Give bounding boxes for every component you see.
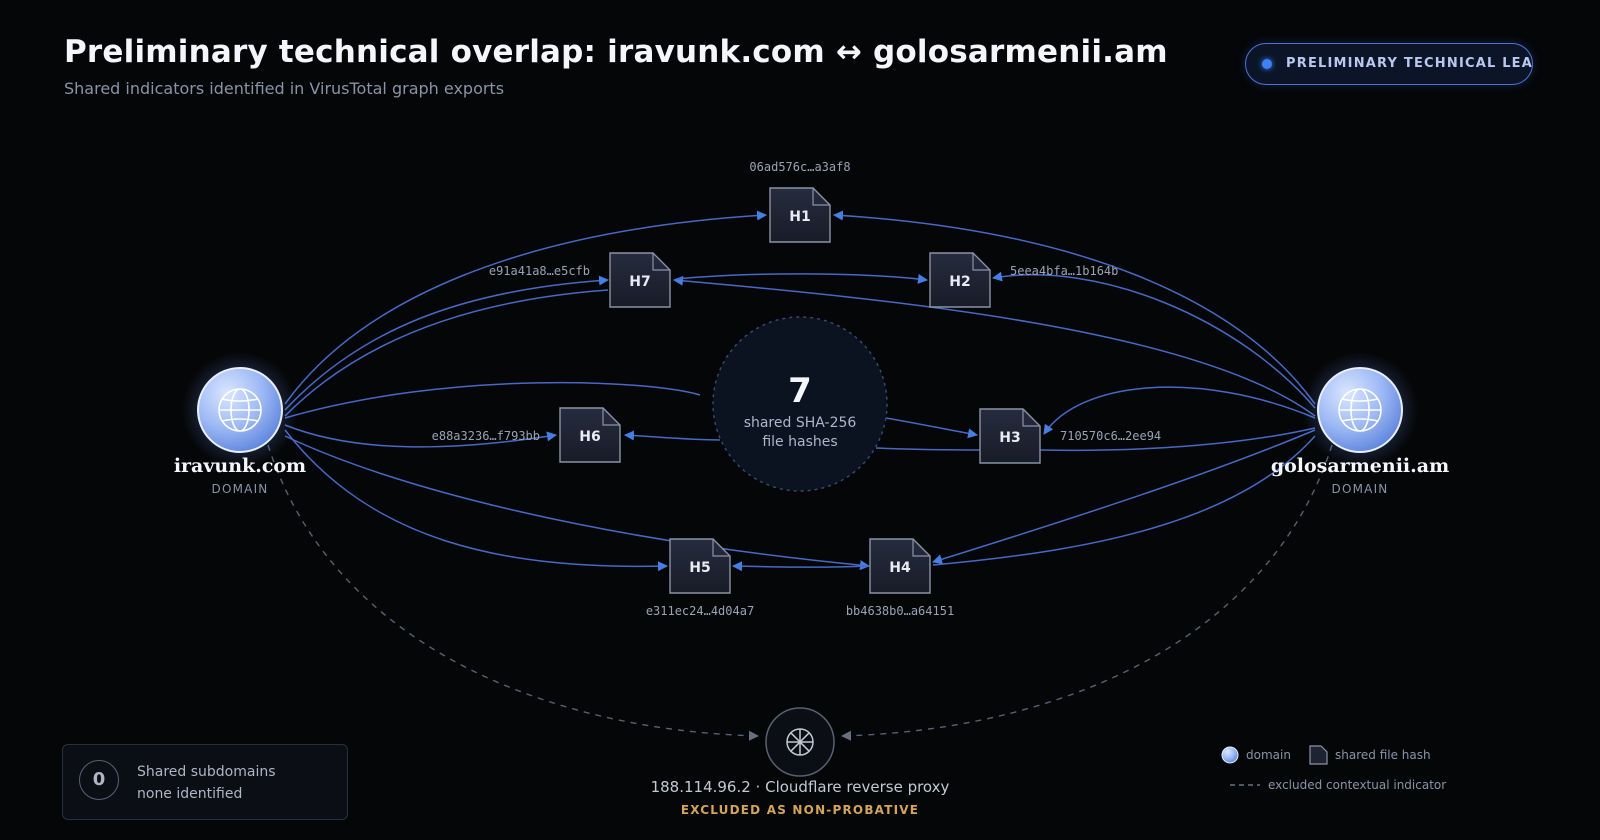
legend-file-icon <box>1309 745 1328 765</box>
file-fold <box>812 188 830 206</box>
hash-node-id: H4 <box>889 560 911 576</box>
hash-node-h1[interactable]: H1 06ad576c…a3af8 <box>749 160 851 243</box>
edge-right-h1 <box>833 210 1316 405</box>
legend-hash-label: shared file hash <box>1335 748 1431 762</box>
file-fold <box>972 253 990 271</box>
edge-left-h3 <box>284 381 701 419</box>
file-fold <box>712 539 730 557</box>
center-line2: file hashes <box>762 434 837 450</box>
hash-node-id: H6 <box>579 429 600 445</box>
hash-value-label: e91a41a8…e5cfb <box>489 264 590 278</box>
edge-left-h5 <box>284 429 668 572</box>
domain-left-kind: DOMAIN <box>212 482 269 496</box>
shared-subdomains-card: 0 Shared subdomains none identified <box>62 744 348 820</box>
hash-node-h6[interactable]: H6 e88a3236…f793bb <box>432 407 621 463</box>
subdomain-status: none identified <box>137 786 243 802</box>
edge-h4-h5 <box>732 561 870 572</box>
domain-left-name: iravunk.com <box>174 455 306 477</box>
hash-value-label: 06ad576c…a3af8 <box>749 160 850 174</box>
edge-right-h4a <box>932 429 1316 565</box>
file-icon <box>769 187 831 243</box>
legend-domain-label: domain <box>1246 748 1291 762</box>
edge-left-h6 <box>284 424 557 448</box>
proxy-wheel-icon <box>786 728 814 756</box>
legend: domain shared file hash excluded context… <box>1221 745 1446 792</box>
excluded-edges <box>267 444 1333 741</box>
file-icon <box>929 252 991 308</box>
edge-left-h4 <box>284 435 870 571</box>
edge-left-h7b <box>284 289 609 417</box>
legend-domain-swatch <box>1221 746 1239 764</box>
hash-value-label: 710570c6…2ee94 <box>1060 429 1161 443</box>
hash-value-label: bb4638b0…a64151 <box>846 604 954 618</box>
hash-node-h2[interactable]: H2 5eea4bfa…1b164b <box>929 252 1118 308</box>
file-icon <box>979 408 1041 464</box>
edge-right-h3 <box>1043 386 1316 435</box>
edge-center-h6 <box>624 430 721 441</box>
hash-node-id: H7 <box>629 274 650 290</box>
edges <box>284 210 1316 572</box>
subdomain-title: Shared subdomains <box>137 764 276 780</box>
file-icon <box>609 252 671 308</box>
file-icon <box>869 538 931 594</box>
edge-left-proxy <box>267 444 759 741</box>
proxy-status: EXCLUDED AS NON-PROBATIVE <box>681 803 919 817</box>
domain-right-name: golosarmenii.am <box>1271 455 1449 477</box>
edge-left-h1 <box>284 210 767 405</box>
hash-node-id: H3 <box>999 430 1020 446</box>
edge-right-h3b <box>1039 427 1316 452</box>
file-icon <box>559 407 621 463</box>
badge-dot-icon <box>1262 59 1272 69</box>
edge-left-h7a <box>284 275 609 411</box>
domain-right-kind: DOMAIN <box>1332 482 1389 496</box>
hash-node-h7[interactable]: H7 e91a41a8…e5cfb <box>489 252 671 308</box>
hash-node-h3[interactable]: H3 710570c6…2ee94 <box>979 408 1161 464</box>
edge-right-h4b <box>932 435 1316 566</box>
file-fold <box>652 253 670 271</box>
proxy-label: 188.114.96.2 · Cloudflare reverse proxy <box>651 778 950 796</box>
hash-node-h5[interactable]: H5 e311ec24…4d04a7 <box>646 538 754 618</box>
file-icon <box>669 538 731 594</box>
hash-value-label: 5eea4bfa…1b164b <box>1010 264 1118 278</box>
center-count: 7 <box>788 371 812 411</box>
page-subtitle: Shared indicators identified in VirusTot… <box>64 79 505 98</box>
edge-h2-h7 <box>675 273 928 284</box>
domain-node-left[interactable]: iravunk.com DOMAIN <box>174 352 306 496</box>
hash-node-h4[interactable]: H4 bb4638b0…a64151 <box>846 538 954 618</box>
edge-right-h2 <box>992 271 1316 409</box>
edge-center-h3b <box>875 447 981 451</box>
edge-right-h7 <box>673 275 1316 417</box>
globe-icon <box>1338 388 1382 432</box>
badge-label: PRELIMINARY TECHNICAL LEAD <box>1286 56 1533 71</box>
subdomain-count: 0 <box>79 760 119 800</box>
file-fold <box>602 408 620 426</box>
hash-node-id: H1 <box>789 209 810 225</box>
domain-node-right[interactable]: golosarmenii.am DOMAIN <box>1271 352 1449 496</box>
edge-center-h3 <box>885 417 978 439</box>
edge-right-proxy <box>841 444 1333 741</box>
proxy-node[interactable]: 188.114.96.2 · Cloudflare reverse proxy … <box>651 707 950 817</box>
hash-node-id: H5 <box>689 560 710 576</box>
center-line1: shared SHA-256 <box>744 415 857 431</box>
legend-excluded-label: excluded contextual indicator <box>1268 778 1446 792</box>
center-summary: 7 shared SHA-256 file hashes <box>712 316 888 492</box>
hash-value-label: e311ec24…4d04a7 <box>646 604 754 618</box>
status-badge: PRELIMINARY TECHNICAL LEAD <box>1245 43 1533 85</box>
page-title: Preliminary technical overlap: iravunk.c… <box>64 34 1168 70</box>
file-fold <box>912 539 930 557</box>
hash-value-label: e88a3236…f793bb <box>432 429 540 443</box>
file-fold <box>1022 409 1040 427</box>
globe-icon <box>218 388 262 432</box>
hash-node-id: H2 <box>949 274 970 290</box>
